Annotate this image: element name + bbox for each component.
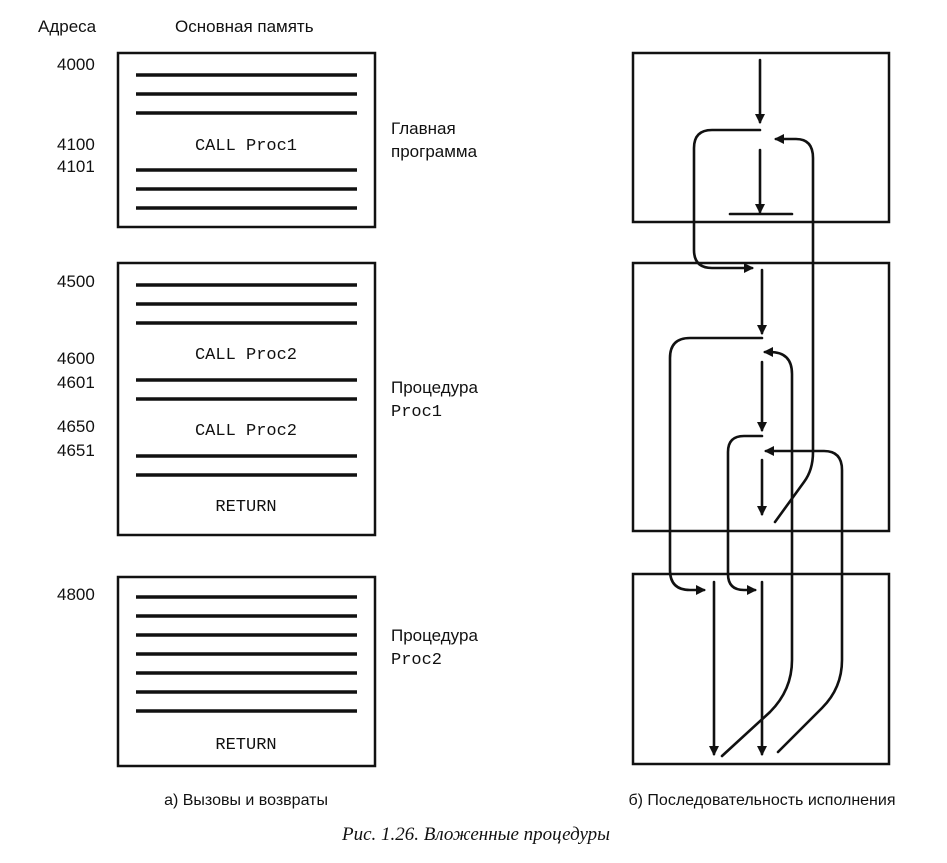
address-4101: 4101 (57, 157, 95, 176)
figure-caption: Рис. 1.26. Вложенные процедуры (341, 824, 610, 845)
proc1-label-line1: Процедура (391, 378, 478, 397)
call-proc1-instruction: CALL Proc1 (195, 137, 297, 156)
flow-arrow-return-to-proc1-first (720, 347, 794, 758)
proc1-return-instruction: RETURN (215, 498, 276, 517)
call-proc2-instruction-2: CALL Proc2 (195, 422, 297, 441)
address-4651: 4651 (57, 441, 95, 460)
address-4000: 4000 (57, 55, 95, 74)
proc2-label-line2: Proc2 (391, 651, 442, 670)
address-4600: 4600 (57, 349, 95, 368)
address-4800: 4800 (57, 585, 95, 604)
caption-execution-sequence: б) Последовательность исполнения (628, 792, 895, 809)
execution-flow (668, 58, 844, 758)
address-4500: 4500 (57, 272, 95, 291)
proc1-label-line2: Proc1 (391, 403, 442, 422)
proc2-block (116, 575, 377, 768)
proc1-block (116, 261, 377, 537)
main-program-label-line2: программа (391, 142, 478, 161)
flow-arrow-call-proc1 (692, 128, 762, 273)
flow-arrow-call-proc2-second (726, 434, 764, 595)
call-proc2-instruction-1: CALL Proc2 (195, 346, 297, 365)
main-memory-header: Основная память (175, 17, 314, 36)
address-4650: 4650 (57, 417, 95, 436)
proc2-label-line1: Процедура (391, 626, 478, 645)
addresses-header: Адреса (38, 17, 97, 36)
caption-calls-returns: а) Вызовы и возвраты (164, 792, 328, 809)
flow-arrow-call-proc2-first (668, 336, 764, 595)
exec-main-box (631, 51, 891, 224)
address-4601: 4601 (57, 373, 95, 392)
address-4100: 4100 (57, 135, 95, 154)
flow-arrow-return-to-main (773, 134, 815, 524)
flow-arrow-return-to-proc1-second (764, 446, 844, 754)
main-program-block (116, 51, 377, 229)
exec-proc2-box (631, 572, 891, 766)
exec-proc1-box (631, 261, 891, 533)
proc2-return-instruction: RETURN (215, 736, 276, 755)
main-program-label-line1: Главная (391, 119, 456, 138)
